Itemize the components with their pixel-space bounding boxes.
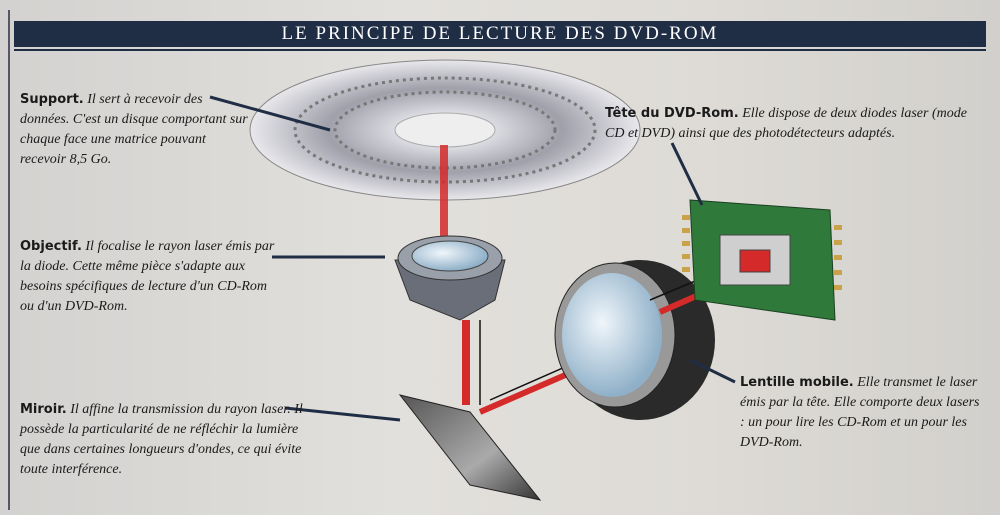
caption-support-label: Support. — [20, 92, 84, 107]
caption-miroir: Miroir. Il affine la transmission du ray… — [20, 400, 305, 480]
caption-tete: Tête du DVD-Rom. Elle dispose de deux di… — [605, 104, 980, 144]
moving-lens — [554, 260, 715, 420]
title-divider — [14, 49, 986, 51]
mirror — [398, 394, 542, 501]
caption-miroir-text: Il affine la transmission du rayon laser… — [20, 402, 303, 477]
objective-lens — [394, 235, 506, 321]
caption-objectif-text: Il focalise le rayon laser émis par la d… — [20, 239, 275, 314]
caption-tete-text: Elle dispose de deux diodes laser (mode … — [605, 106, 967, 141]
caption-lentille-label: Lentille mobile. — [740, 375, 854, 390]
page-title: LE PRINCIPE DE LECTURE DES DVD-ROM — [14, 21, 986, 47]
caption-support: Support. Il sert à recevoir des données.… — [20, 90, 250, 170]
caption-objectif-label: Objectif. — [20, 239, 82, 254]
laser-beam-up — [440, 145, 448, 255]
caption-miroir-label: Miroir. — [20, 402, 67, 417]
caption-lentille: Lentille mobile. Elle transmet le laser … — [740, 373, 985, 453]
caption-lentille-text: Elle transmet le laser émis par la tête.… — [740, 375, 980, 450]
page-frame — [8, 10, 992, 510]
caption-objectif: Objectif. Il focalise le rayon laser émi… — [20, 237, 275, 317]
caption-tete-label: Tête du DVD-Rom. — [605, 106, 739, 121]
leader-lines — [209, 95, 736, 422]
caption-support-text: Il sert à recevoir des données. C'est un… — [20, 92, 248, 167]
laser-beam-down — [462, 320, 470, 405]
dvd-rom-head — [682, 199, 842, 321]
